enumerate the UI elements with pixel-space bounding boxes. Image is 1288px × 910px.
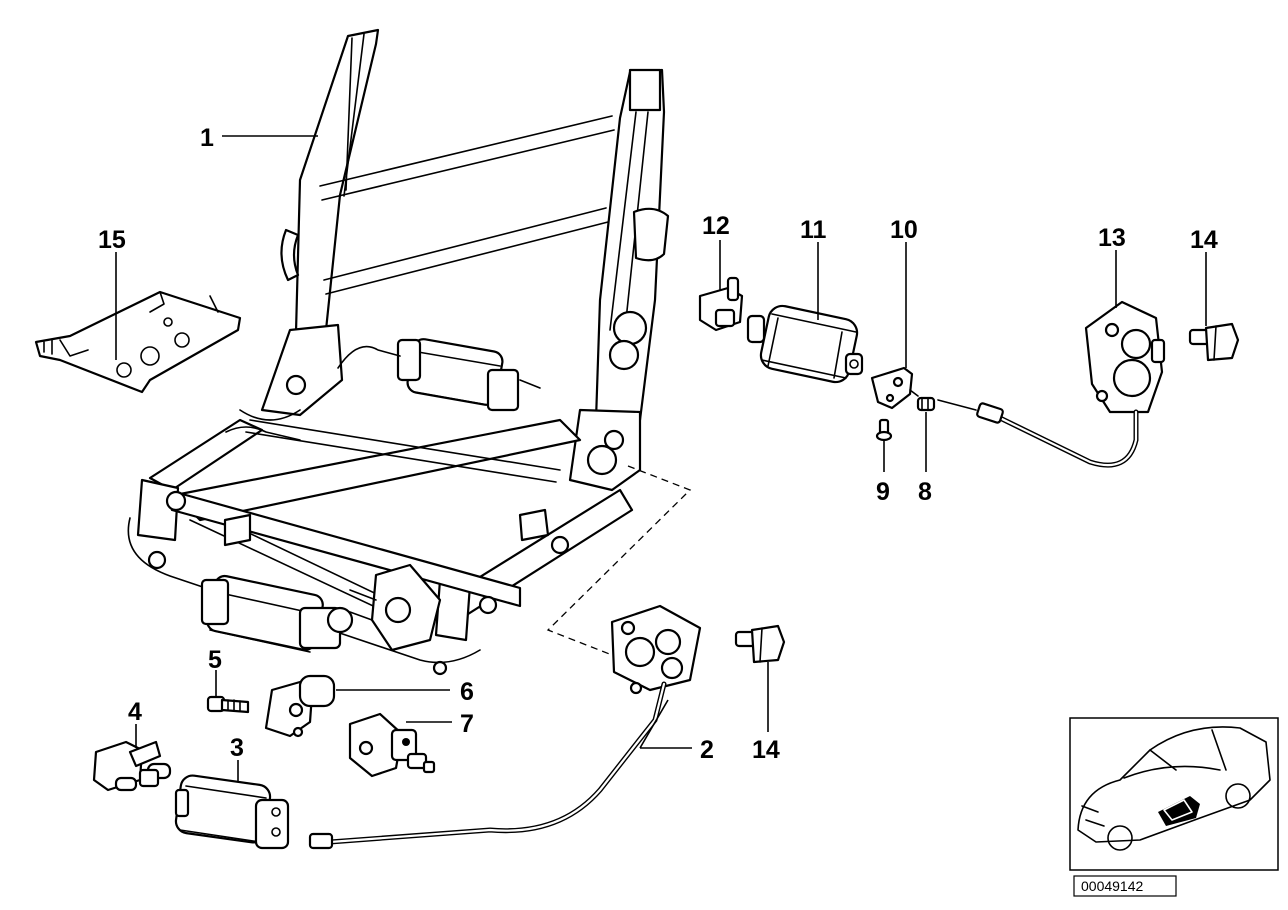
- callout-8: 8: [918, 478, 932, 506]
- callout-3: 3: [230, 734, 244, 762]
- callout-14-upper: 14: [1190, 226, 1218, 254]
- part-8-screw: [916, 396, 936, 412]
- callout-14-lower: 14: [752, 736, 780, 764]
- part-11-motor: [746, 304, 864, 384]
- callout-6: 6: [460, 678, 474, 706]
- callout-15: 15: [98, 226, 126, 254]
- part-7-gear-unit-shaft: [348, 712, 436, 778]
- car-locator-thumbnail: [1069, 717, 1279, 871]
- callout-labels: 1 2 3 4 5 6 7 8 9 10 11 12 13 14 14 15: [98, 124, 1218, 764]
- part-10-bracket: [870, 366, 919, 410]
- part-14-bolt-upper: [1188, 322, 1240, 362]
- part-6-gear-unit: [264, 674, 336, 738]
- part-3-motor: [174, 774, 290, 850]
- diagram-id: 00049142: [1081, 878, 1144, 894]
- part-9-screw: [875, 418, 893, 442]
- callout-11: 11: [800, 216, 827, 244]
- part-5-bolt: [206, 695, 250, 714]
- callout-7: 7: [460, 710, 474, 738]
- part-4-connector: [92, 740, 172, 792]
- callout-4: 4: [128, 698, 142, 726]
- callout-9: 9: [876, 478, 890, 506]
- part-14-bolt-lower: [734, 624, 786, 664]
- part-15-bracket-plate: [34, 290, 242, 394]
- part-13-gearbox-cable: [937, 300, 1166, 468]
- part-2-gearbox-cable: [308, 604, 702, 850]
- seat-frame-drawing: [127, 28, 670, 676]
- callout-5: 5: [208, 646, 222, 674]
- callout-12: 12: [702, 212, 730, 240]
- part-12-connector: [698, 276, 744, 332]
- callout-13: 13: [1098, 224, 1126, 252]
- diagram-id-box: 00049142: [1073, 875, 1177, 897]
- leader-lines: [115, 135, 1207, 782]
- callout-10: 10: [890, 216, 918, 244]
- callout-1: 1: [200, 124, 214, 152]
- callout-2: 2: [700, 736, 714, 764]
- assembly-dashed-line: [546, 465, 692, 656]
